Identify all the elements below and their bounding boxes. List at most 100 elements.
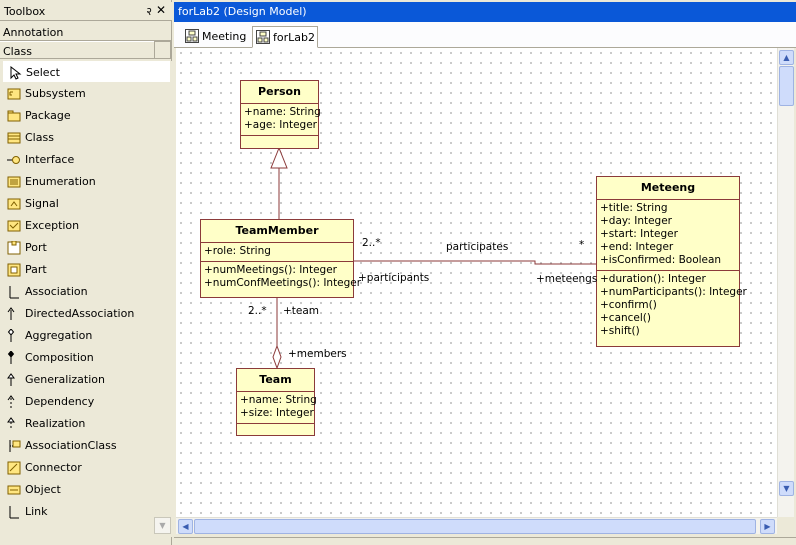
class-name: Person bbox=[241, 81, 318, 104]
horizontal-scrollbar[interactable]: ◀ ▶ bbox=[176, 517, 777, 534]
scroll-right-button[interactable]: ▶ bbox=[760, 519, 775, 534]
vertical-scroll-thumb[interactable] bbox=[779, 66, 794, 106]
toolbox-item-label: Select bbox=[26, 66, 60, 79]
toolbox-item-enumeration[interactable]: Enumeration bbox=[3, 171, 170, 192]
part-icon bbox=[7, 263, 21, 277]
class-attribute: +name: String bbox=[240, 394, 317, 406]
toolbox-item-label: Interface bbox=[25, 153, 75, 166]
toolbox-item-subsystem[interactable]: Subsystem bbox=[3, 83, 170, 104]
pin-icon[interactable]: २ bbox=[146, 5, 152, 18]
connector-layer bbox=[270, 146, 596, 370]
toolbox-item-label: Composition bbox=[25, 351, 94, 364]
subsystem-icon bbox=[7, 88, 21, 100]
class-operation: +duration(): Integer bbox=[600, 273, 706, 285]
class-person[interactable]: Person +name: String+age: Integer bbox=[240, 80, 321, 149]
toolbox-item-association[interactable]: Association bbox=[3, 281, 170, 302]
tab-meeting[interactable]: Meeting bbox=[182, 26, 252, 48]
class-operations: +numMeetings(): Integer+numConfMeetings(… bbox=[201, 262, 362, 293]
toolbox-item-object[interactable]: Object bbox=[3, 479, 170, 500]
toolbox-item-interface[interactable]: Interface bbox=[3, 149, 170, 170]
signal-icon bbox=[7, 198, 21, 210]
class-attribute: +end: Integer bbox=[600, 241, 674, 253]
port-icon bbox=[7, 241, 21, 255]
toolbox-item-class[interactable]: Class bbox=[3, 127, 170, 148]
toolbox-item-label: DirectedAssociation bbox=[25, 307, 135, 320]
toolbox-item-label: Realization bbox=[25, 417, 86, 430]
role-participants: +participants bbox=[358, 272, 430, 284]
role-meteengs: +meteengs bbox=[536, 273, 598, 285]
toolbox-item-part[interactable]: Part bbox=[3, 259, 170, 280]
toolbox-item-connector[interactable]: Connector bbox=[3, 457, 170, 478]
toolbox-item-realization[interactable]: Realization bbox=[3, 413, 170, 434]
toolbox-item-link[interactable]: Link bbox=[3, 501, 170, 522]
class-attribute: +role: String bbox=[204, 245, 271, 257]
toolbox-item-label: Link bbox=[25, 505, 48, 518]
class-operation: +numConfMeetings(): Integer bbox=[204, 277, 362, 289]
status-bar bbox=[174, 537, 796, 545]
toolbox-item-generalization[interactable]: Generalization bbox=[3, 369, 170, 390]
class-attribute: +name: String bbox=[244, 106, 321, 118]
class-attribute: +age: Integer bbox=[244, 119, 318, 131]
class-attributes: +name: String+size: Integer bbox=[237, 392, 317, 424]
toolbox-title-bar: Toolbox २ ✕ bbox=[0, 2, 172, 21]
package-icon bbox=[7, 110, 21, 122]
toolbox-item-composition[interactable]: Composition bbox=[3, 347, 170, 368]
section-class[interactable]: Class bbox=[0, 41, 154, 59]
class-operation: +cancel() bbox=[600, 312, 652, 324]
class-operation: +numMeetings(): Integer bbox=[204, 264, 337, 276]
enumeration-icon bbox=[7, 176, 21, 188]
section-annotation[interactable]: Annotation bbox=[0, 23, 172, 41]
class-operation: +numParticipants(): Integer bbox=[600, 286, 747, 298]
toolbox-item-dependency[interactable]: Dependency bbox=[3, 391, 170, 412]
toolbox-item-aggregation[interactable]: Aggregation bbox=[3, 325, 170, 346]
class-attributes: +title: String+day: Integer+start: Integ… bbox=[597, 200, 739, 271]
object-icon bbox=[7, 485, 21, 495]
toolbox-item-package[interactable]: Package bbox=[3, 105, 170, 126]
scroll-left-button[interactable]: ◀ bbox=[178, 519, 193, 534]
section-class-toggle[interactable] bbox=[154, 41, 171, 59]
class-teammember[interactable]: TeamMember +role: String +numMeetings():… bbox=[200, 219, 362, 298]
class-meeting[interactable]: Meteeng +title: String+day: Integer+star… bbox=[596, 176, 747, 347]
generalization-icon bbox=[7, 373, 15, 386]
horizontal-scroll-thumb[interactable] bbox=[194, 519, 756, 534]
link-icon bbox=[9, 506, 19, 519]
toolbox-item-signal[interactable]: Signal bbox=[3, 193, 170, 214]
scroll-down-button[interactable]: ▼ bbox=[779, 481, 794, 496]
association-participates-line[interactable] bbox=[354, 260, 596, 265]
aggregation-diamond bbox=[272, 344, 282, 370]
class-operations: +duration(): Integer+numParticipants(): … bbox=[597, 271, 747, 341]
toolbox-item-select[interactable]: Select bbox=[3, 61, 170, 82]
multiplicity-meeting: * bbox=[579, 239, 585, 251]
scroll-up-button[interactable]: ▲ bbox=[779, 50, 794, 65]
diagram-canvas[interactable]: Person +name: String+age: Integer TeamMe… bbox=[176, 48, 777, 517]
toolbox-item-port[interactable]: Port bbox=[3, 237, 170, 258]
vertical-scrollbar[interactable]: ▲ ▼ bbox=[777, 48, 794, 517]
multiplicity-teammember: 2..* bbox=[362, 237, 381, 249]
class-team[interactable]: Team +name: String+size: Integer bbox=[236, 368, 317, 436]
aggregation-icon bbox=[7, 329, 15, 342]
association-class-icon bbox=[9, 440, 21, 452]
toolbox-item-exception[interactable]: Exception bbox=[3, 215, 170, 236]
dependency-icon bbox=[7, 395, 15, 408]
class-name: Team bbox=[237, 369, 314, 392]
class-attribute: +title: String bbox=[600, 202, 668, 214]
toolbox-title: Toolbox bbox=[4, 5, 46, 18]
toolbox-item-label: Port bbox=[25, 241, 47, 254]
toolbox-item-associationclass[interactable]: AssociationClass bbox=[3, 435, 170, 456]
composition-icon bbox=[7, 351, 15, 364]
class-operations bbox=[241, 136, 318, 146]
toolbox-item-directedassociation[interactable]: DirectedAssociation bbox=[3, 303, 170, 324]
toolbox-item-label: Generalization bbox=[25, 373, 105, 386]
tab-forlab2[interactable]: forLab2 bbox=[252, 26, 318, 48]
toolbox-scroll-down-button[interactable]: ▼ bbox=[154, 517, 171, 534]
toolbox-item-label: Subsystem bbox=[25, 87, 86, 100]
class-name: TeamMember bbox=[201, 220, 353, 243]
connector-icon bbox=[7, 461, 21, 475]
close-icon[interactable]: ✕ bbox=[155, 3, 166, 17]
toolbox-item-label: Exception bbox=[25, 219, 80, 232]
generalization-arrowhead bbox=[270, 146, 288, 169]
directed-association-icon bbox=[7, 307, 15, 320]
class-name: Meteeng bbox=[597, 177, 739, 200]
scroll-corner bbox=[777, 517, 794, 534]
